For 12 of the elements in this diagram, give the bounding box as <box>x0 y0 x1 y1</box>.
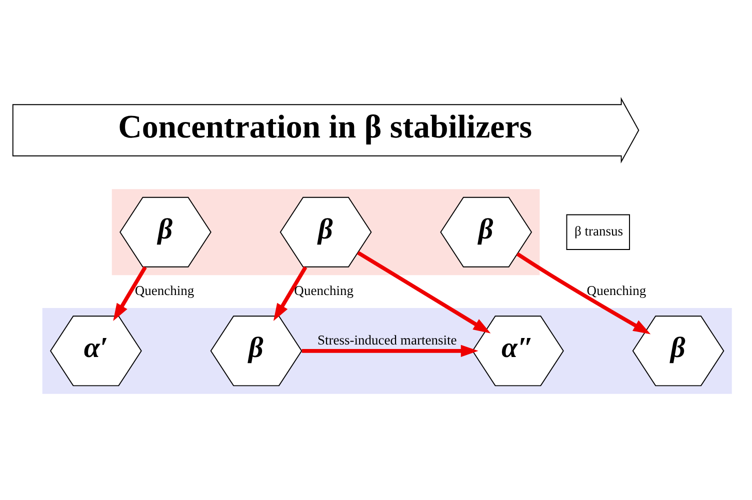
node-box: β transus <box>566 214 630 250</box>
arrow <box>113 266 147 322</box>
arrow <box>273 266 308 322</box>
edge-label: Quenching <box>586 283 646 298</box>
arrow <box>302 344 478 358</box>
edge-label: Stress-induced martensite <box>317 332 457 348</box>
arrow <box>516 252 651 334</box>
cluster <box>42 308 732 394</box>
edge-label: Quenching <box>294 283 354 298</box>
cluster <box>112 189 540 276</box>
edge-label: Quenching <box>134 283 194 298</box>
arrow <box>356 251 491 334</box>
